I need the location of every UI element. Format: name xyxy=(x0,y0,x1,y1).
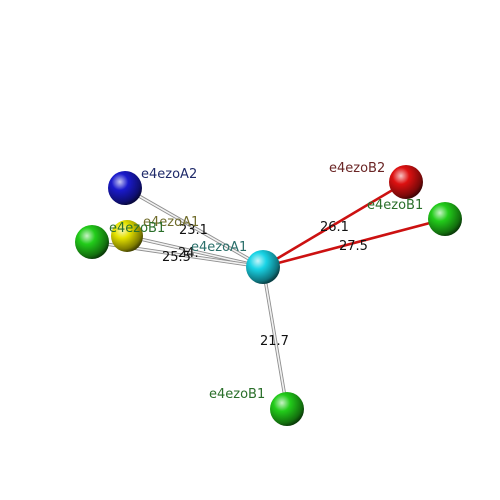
atom-sphere-blue xyxy=(108,171,142,205)
edge-line xyxy=(262,180,407,269)
atom-sphere-green_left xyxy=(75,225,109,259)
atom-label-green_bottom: e4ezoB1 xyxy=(209,387,265,402)
distance-label-green_left: 25.5 xyxy=(162,250,191,265)
edge-red xyxy=(262,180,407,269)
atom-label-red: e4ezoB2 xyxy=(329,161,385,176)
nodes-layer xyxy=(75,165,462,426)
atom-label-green_right: e4ezoB1 xyxy=(367,198,423,213)
atom-label-yellow: e4ezoA1 xyxy=(143,215,199,230)
atom-sphere-green_right xyxy=(428,202,462,236)
atom-sphere-green_bottom xyxy=(270,392,304,426)
edge-blue xyxy=(124,186,264,269)
distance-label-yellow: 24. xyxy=(178,246,199,261)
distance-label-green_bottom: 21.7 xyxy=(260,334,289,349)
node-labels-layer: e4ezoA1e4ezoA2e4ezoA1e4ezoB1e4ezoB2e4ezo… xyxy=(109,161,423,402)
edge-yellow xyxy=(126,234,264,269)
edge-line xyxy=(262,266,288,410)
atom-sphere-center xyxy=(246,250,280,284)
edges-layer xyxy=(91,180,446,410)
atom-sphere-red xyxy=(389,165,423,199)
edge-line xyxy=(124,187,264,268)
atom-label-green_left: e4ezoB1 xyxy=(109,221,165,236)
distance-label-red: 26.1 xyxy=(320,220,349,235)
edge-green_right xyxy=(262,217,446,269)
edge-labels-layer: 23.1 24.25.5 26.1 27.5 21.7 xyxy=(162,220,368,349)
distance-label-blue: 23.1 xyxy=(179,223,208,238)
atom-label-blue: e4ezoA2 xyxy=(141,167,197,182)
atom-label-center: e4ezoA1 xyxy=(191,240,247,255)
distance-label-green_right: 27.5 xyxy=(339,239,368,254)
edge-line xyxy=(262,217,446,269)
edge-green_bottom xyxy=(261,266,289,410)
edge-line xyxy=(126,235,264,268)
atom-sphere-yellow xyxy=(111,220,143,252)
